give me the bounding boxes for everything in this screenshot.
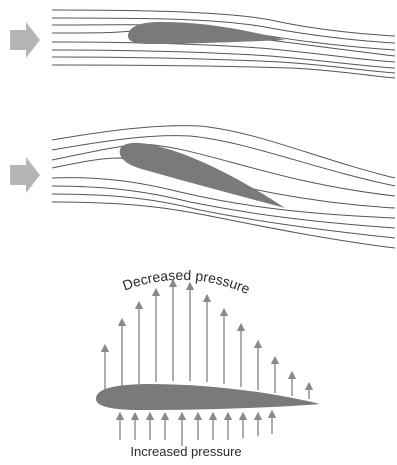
streamline [52,202,395,248]
streamline [52,65,395,78]
airfoil [120,143,285,208]
streamlines-top [52,10,395,78]
increased-pressure-label: Increased pressure [130,444,241,459]
streamline [52,126,395,178]
airfoil [128,22,285,44]
upward-arrows-below [120,414,272,446]
panel-high-angle [10,126,395,248]
panel-low-angle [10,10,395,78]
upward-arrows [105,283,309,399]
decreased-pressure-label: Decreased pressure [120,267,252,297]
streamline [52,42,395,62]
panel-pressure: Decreased pressure [96,267,320,459]
airfoil [96,384,320,410]
flow-indicator-arrow-icon [10,157,40,193]
flow-indicator-arrow-icon [10,22,40,58]
streamline [52,186,395,228]
